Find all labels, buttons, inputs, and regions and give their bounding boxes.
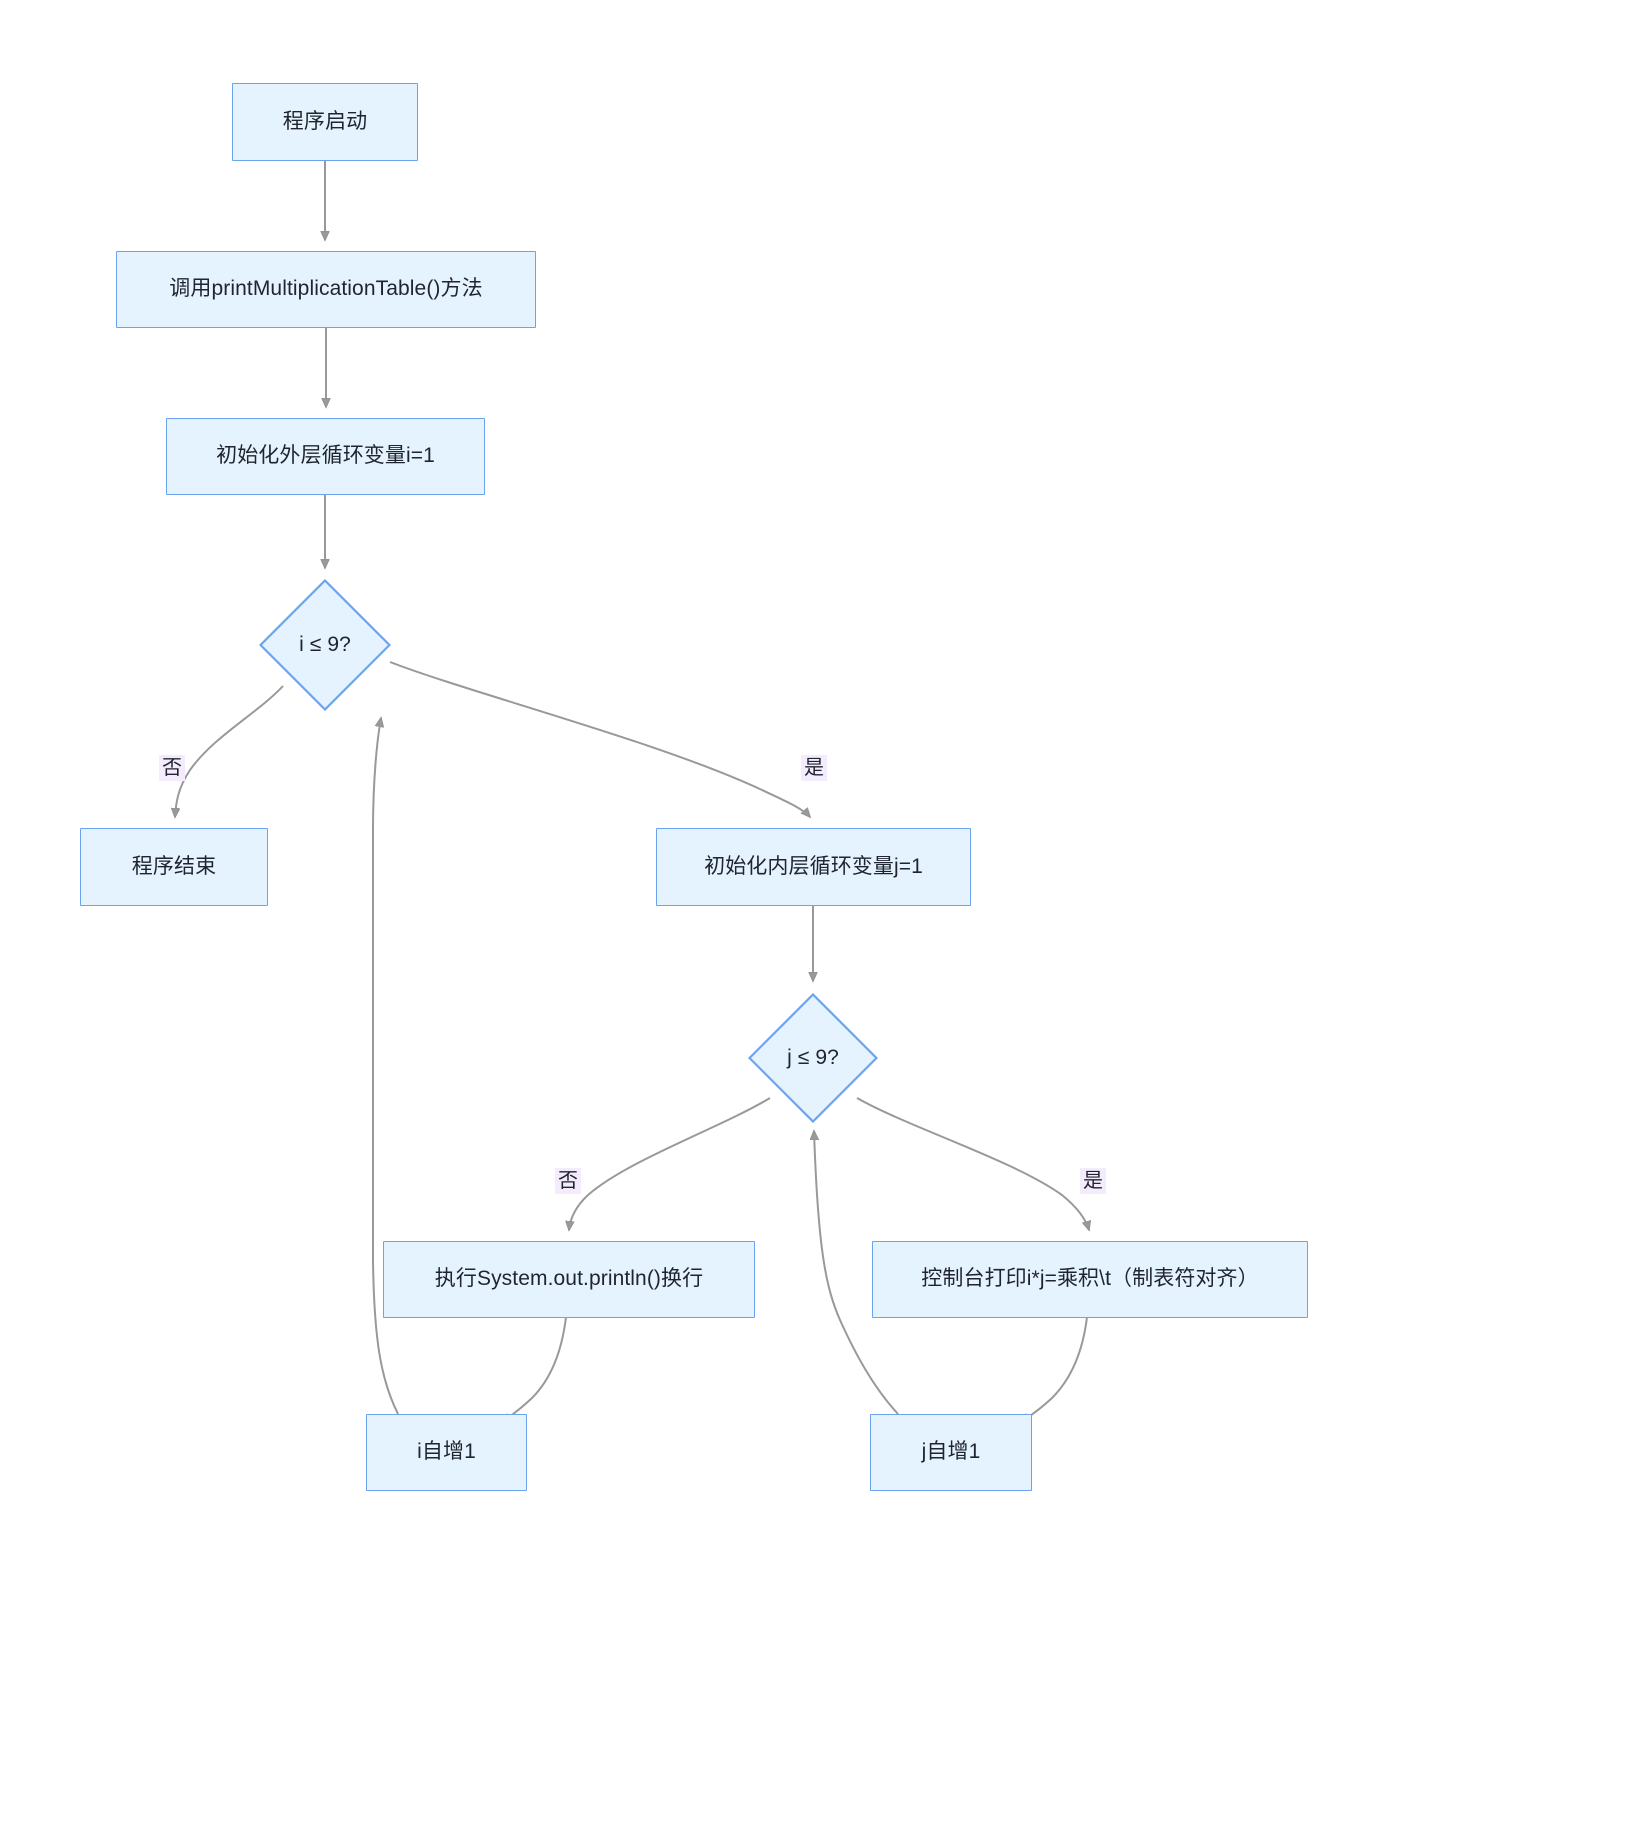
node-decision-i-label: i ≤ 9? <box>299 632 351 656</box>
node-call-method-label: 调用printMultiplicationTable()方法 <box>169 277 483 301</box>
node-init-outer-loop[interactable]: 初始化外层循环变量i=1 <box>166 418 485 495</box>
node-println-newline[interactable]: 执行System.out.println()换行 <box>383 1241 755 1318</box>
node-print-product-label: 控制台打印i*j=乘积\t（制表符对齐） <box>921 1267 1259 1291</box>
edge-println-to-inc-i <box>502 1316 567 1422</box>
node-init-inner-loop-label: 初始化内层循环变量j=1 <box>704 854 923 878</box>
node-call-method[interactable]: 调用printMultiplicationTable()方法 <box>116 251 536 328</box>
node-start[interactable]: 程序启动 <box>232 83 418 161</box>
edge-cond-j-yes-to-print-prod <box>856 1097 1089 1230</box>
node-print-product[interactable]: 控制台打印i*j=乘积\t（制表符对齐） <box>872 1241 1308 1318</box>
node-decision-i[interactable]: i ≤ 9? <box>259 579 391 711</box>
edge-label-cond-j-yes: 是 <box>1080 1168 1106 1194</box>
node-println-newline-label: 执行System.out.println()换行 <box>434 1267 704 1291</box>
node-decision-j[interactable]: j ≤ 9? <box>748 993 878 1123</box>
node-start-label: 程序启动 <box>282 109 368 133</box>
node-init-outer-loop-label: 初始化外层循环变量i=1 <box>216 444 435 468</box>
node-end[interactable]: 程序结束 <box>80 828 268 906</box>
diamond-shape-j <box>748 993 878 1123</box>
edge-cond-j-no-to-println <box>569 1097 771 1230</box>
node-increment-j[interactable]: j自增1 <box>870 1414 1032 1491</box>
diamond-shape-i <box>259 579 391 711</box>
edge-cond-i-yes-to-init-j <box>389 661 810 817</box>
node-init-inner-loop[interactable]: 初始化内层循环变量j=1 <box>656 828 971 906</box>
node-increment-i-label: i自增1 <box>417 1440 476 1464</box>
edge-label-cond-i-yes: 是 <box>801 755 827 781</box>
edge-inc-i-to-cond-i <box>372 718 399 1415</box>
edge-label-cond-i-no: 否 <box>159 755 185 781</box>
edge-print-prod-to-inc-j <box>1021 1316 1088 1422</box>
edge-cond-i-no-to-end <box>175 685 284 817</box>
node-decision-j-label: j ≤ 9? <box>787 1045 839 1069</box>
edge-label-cond-j-no: 否 <box>555 1168 581 1194</box>
node-increment-j-label: j自增1 <box>921 1440 981 1464</box>
node-end-label: 程序结束 <box>131 854 217 878</box>
edge-inc-j-to-cond-j <box>814 1131 899 1415</box>
node-increment-i[interactable]: i自增1 <box>366 1414 527 1491</box>
